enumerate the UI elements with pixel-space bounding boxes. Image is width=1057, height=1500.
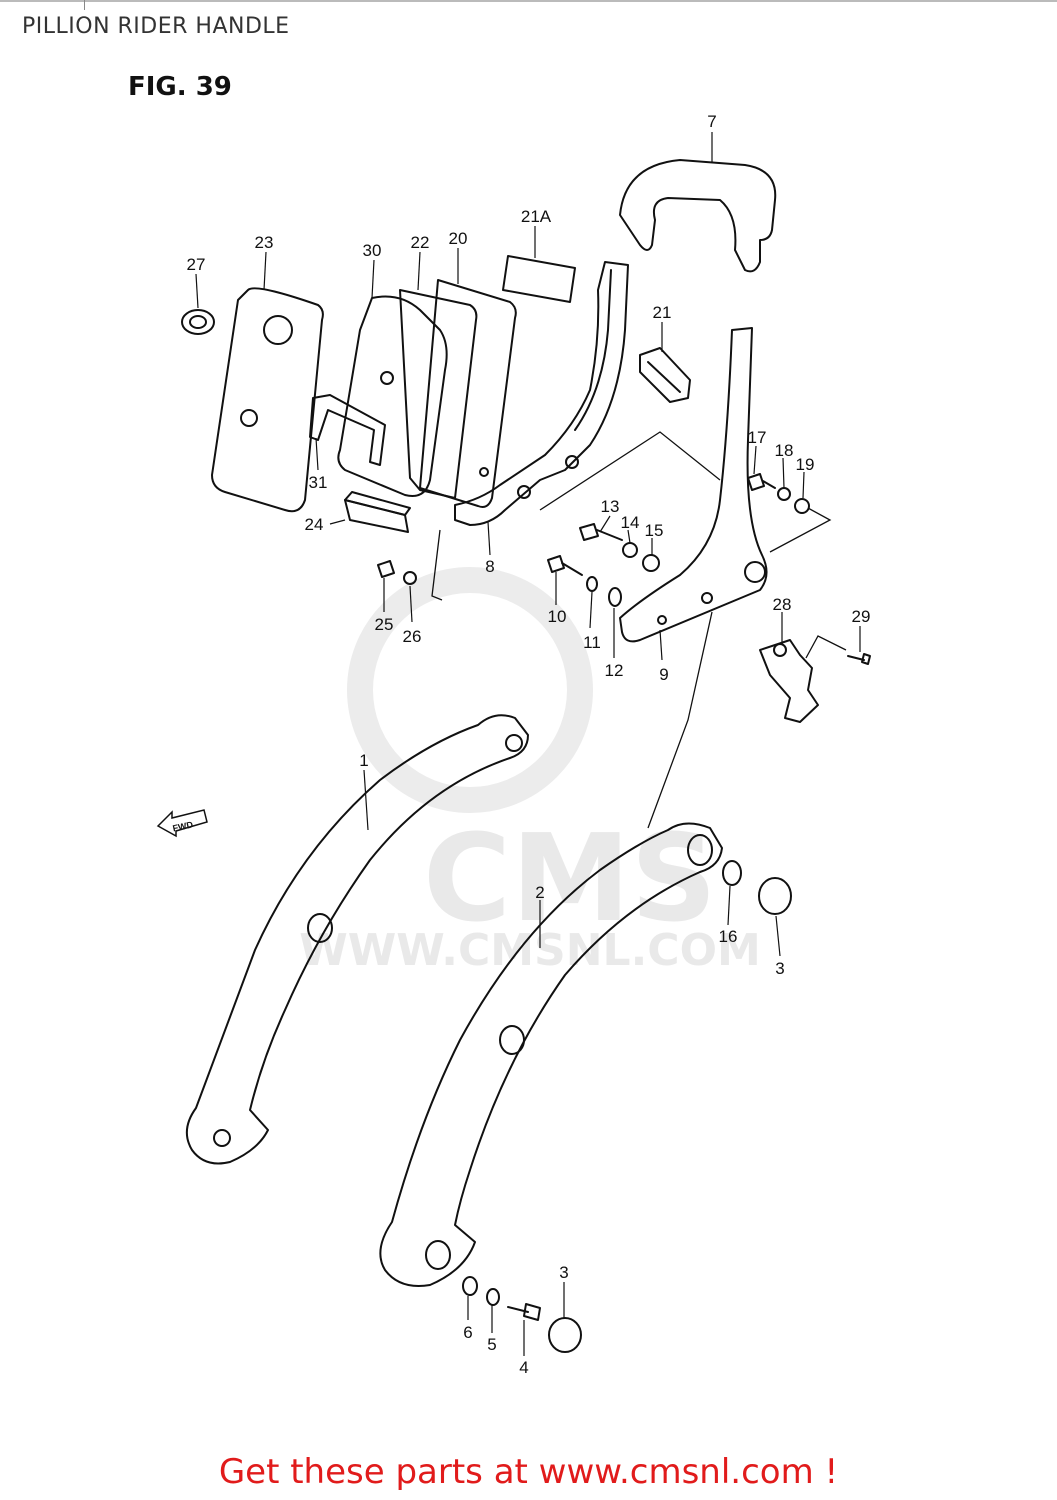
part-8-hole (565, 455, 579, 469)
part-17-bolt (747, 473, 776, 491)
footer-link[interactable]: Get these parts at www.cmsnl.com ! (218, 1452, 839, 1492)
callout-17: 17 (748, 428, 767, 447)
leader-lines (195, 132, 861, 1356)
part-19-washer (794, 498, 810, 514)
callout-18: 18 (775, 441, 794, 460)
callout-10: 10 (548, 607, 567, 626)
part-10-bolt (547, 555, 583, 576)
top-tick (84, 0, 85, 10)
callout-3-upper: 3 (775, 959, 784, 978)
part-9-hole (701, 592, 713, 604)
alignment-lines (431, 431, 847, 829)
fwd-arrow-label: FWD (172, 819, 195, 833)
part-8-hole (517, 485, 531, 499)
part-1-left-rail (185, 714, 529, 1165)
part-9-hole (744, 561, 766, 583)
callout-1: 1 (359, 751, 368, 770)
part-22-gasket (399, 289, 478, 499)
part-5-washer (486, 1288, 500, 1306)
callout-31: 31 (309, 473, 328, 492)
callout-15: 15 (645, 521, 664, 540)
callout-12: 12 (605, 661, 624, 680)
fwd-arrow: FWD (156, 809, 208, 838)
part-12-washer (608, 587, 622, 607)
callout-16: 16 (719, 927, 738, 946)
part-15-washer (642, 554, 660, 572)
callout-23: 23 (255, 233, 274, 252)
part-26-washer (403, 571, 417, 585)
watermark-brand: CMS (423, 810, 717, 949)
callout-numbers: 7 21A 23 27 30 22 20 21 17 18 19 13 14 1… (187, 112, 871, 1377)
callout-7: 7 (707, 112, 716, 131)
part-18-washer (777, 487, 791, 501)
part-8-left-bracket (454, 261, 629, 526)
part-28-latch (759, 639, 819, 723)
part-4-bolt (507, 1303, 541, 1321)
callout-6: 6 (463, 1323, 472, 1342)
callout-22: 22 (411, 233, 430, 252)
callout-26: 26 (403, 627, 422, 646)
part-27-grommet-core (189, 315, 207, 329)
callout-21: 21 (653, 303, 672, 322)
part-16-nut (722, 860, 742, 886)
callout-19: 19 (796, 455, 815, 474)
part-3-cap-lower (548, 1317, 582, 1353)
part-31-strap (309, 394, 386, 466)
callout-29: 29 (852, 607, 871, 626)
callout-21a: 21A (521, 207, 552, 226)
callout-30: 30 (363, 241, 382, 260)
part-9-hole (657, 615, 667, 625)
figure-label: FIG. 39 (128, 72, 232, 102)
callout-25: 25 (375, 615, 394, 634)
callout-28: 28 (773, 595, 792, 614)
part-21-clip (639, 347, 691, 403)
callout-2: 2 (535, 883, 544, 902)
callout-24: 24 (305, 515, 324, 534)
part-2-right-rail (379, 822, 723, 1287)
top-rule (0, 0, 1057, 2)
part-23-cover-plate (211, 287, 324, 513)
part-8-edge-line (574, 269, 612, 431)
callout-8: 8 (485, 557, 494, 576)
part-1-bushing (307, 913, 333, 943)
part-28-pin (773, 643, 787, 657)
part-23-boss (263, 315, 293, 345)
part-23-boss (240, 409, 258, 427)
part-21a-sticker (502, 255, 576, 303)
part-27-grommet (181, 309, 215, 335)
part-24-foam-top (344, 491, 411, 516)
part-7-grab-handle (619, 159, 777, 273)
part-2-bushing (499, 1025, 525, 1055)
part-20-case (419, 279, 517, 508)
part-14-washer (622, 542, 638, 558)
callout-14: 14 (621, 513, 640, 532)
callout-11: 11 (583, 633, 601, 652)
callout-27: 27 (187, 255, 206, 274)
callout-9: 9 (659, 665, 668, 684)
callout-5: 5 (487, 1335, 496, 1354)
part-30-screw (380, 371, 394, 385)
callout-13: 13 (601, 497, 620, 516)
part-29-screw (847, 653, 871, 665)
watermark-url: WWW.CMSNL.COM (299, 925, 761, 976)
part-1-mount-hole (505, 734, 523, 752)
watermark: CMS WWW.CMSNL.COM (299, 567, 761, 976)
part-9-frame-post (619, 327, 768, 643)
page-title: PILLION RIDER HANDLE (22, 14, 290, 39)
part-30-lid (337, 295, 448, 497)
part-11-washer (586, 576, 598, 592)
part-8-hole (479, 467, 489, 477)
part-2-end-hole (425, 1240, 451, 1270)
part-2-mount-hole (687, 834, 713, 866)
callout-4: 4 (519, 1358, 528, 1377)
part-25-bolt (377, 560, 395, 578)
part-13-bolt (579, 523, 623, 541)
part-1-end-hole (213, 1129, 231, 1147)
callout-20: 20 (449, 229, 468, 248)
part-3-cap-upper (758, 877, 792, 915)
part-6-washer (462, 1276, 478, 1296)
callout-3-lower: 3 (559, 1263, 568, 1282)
